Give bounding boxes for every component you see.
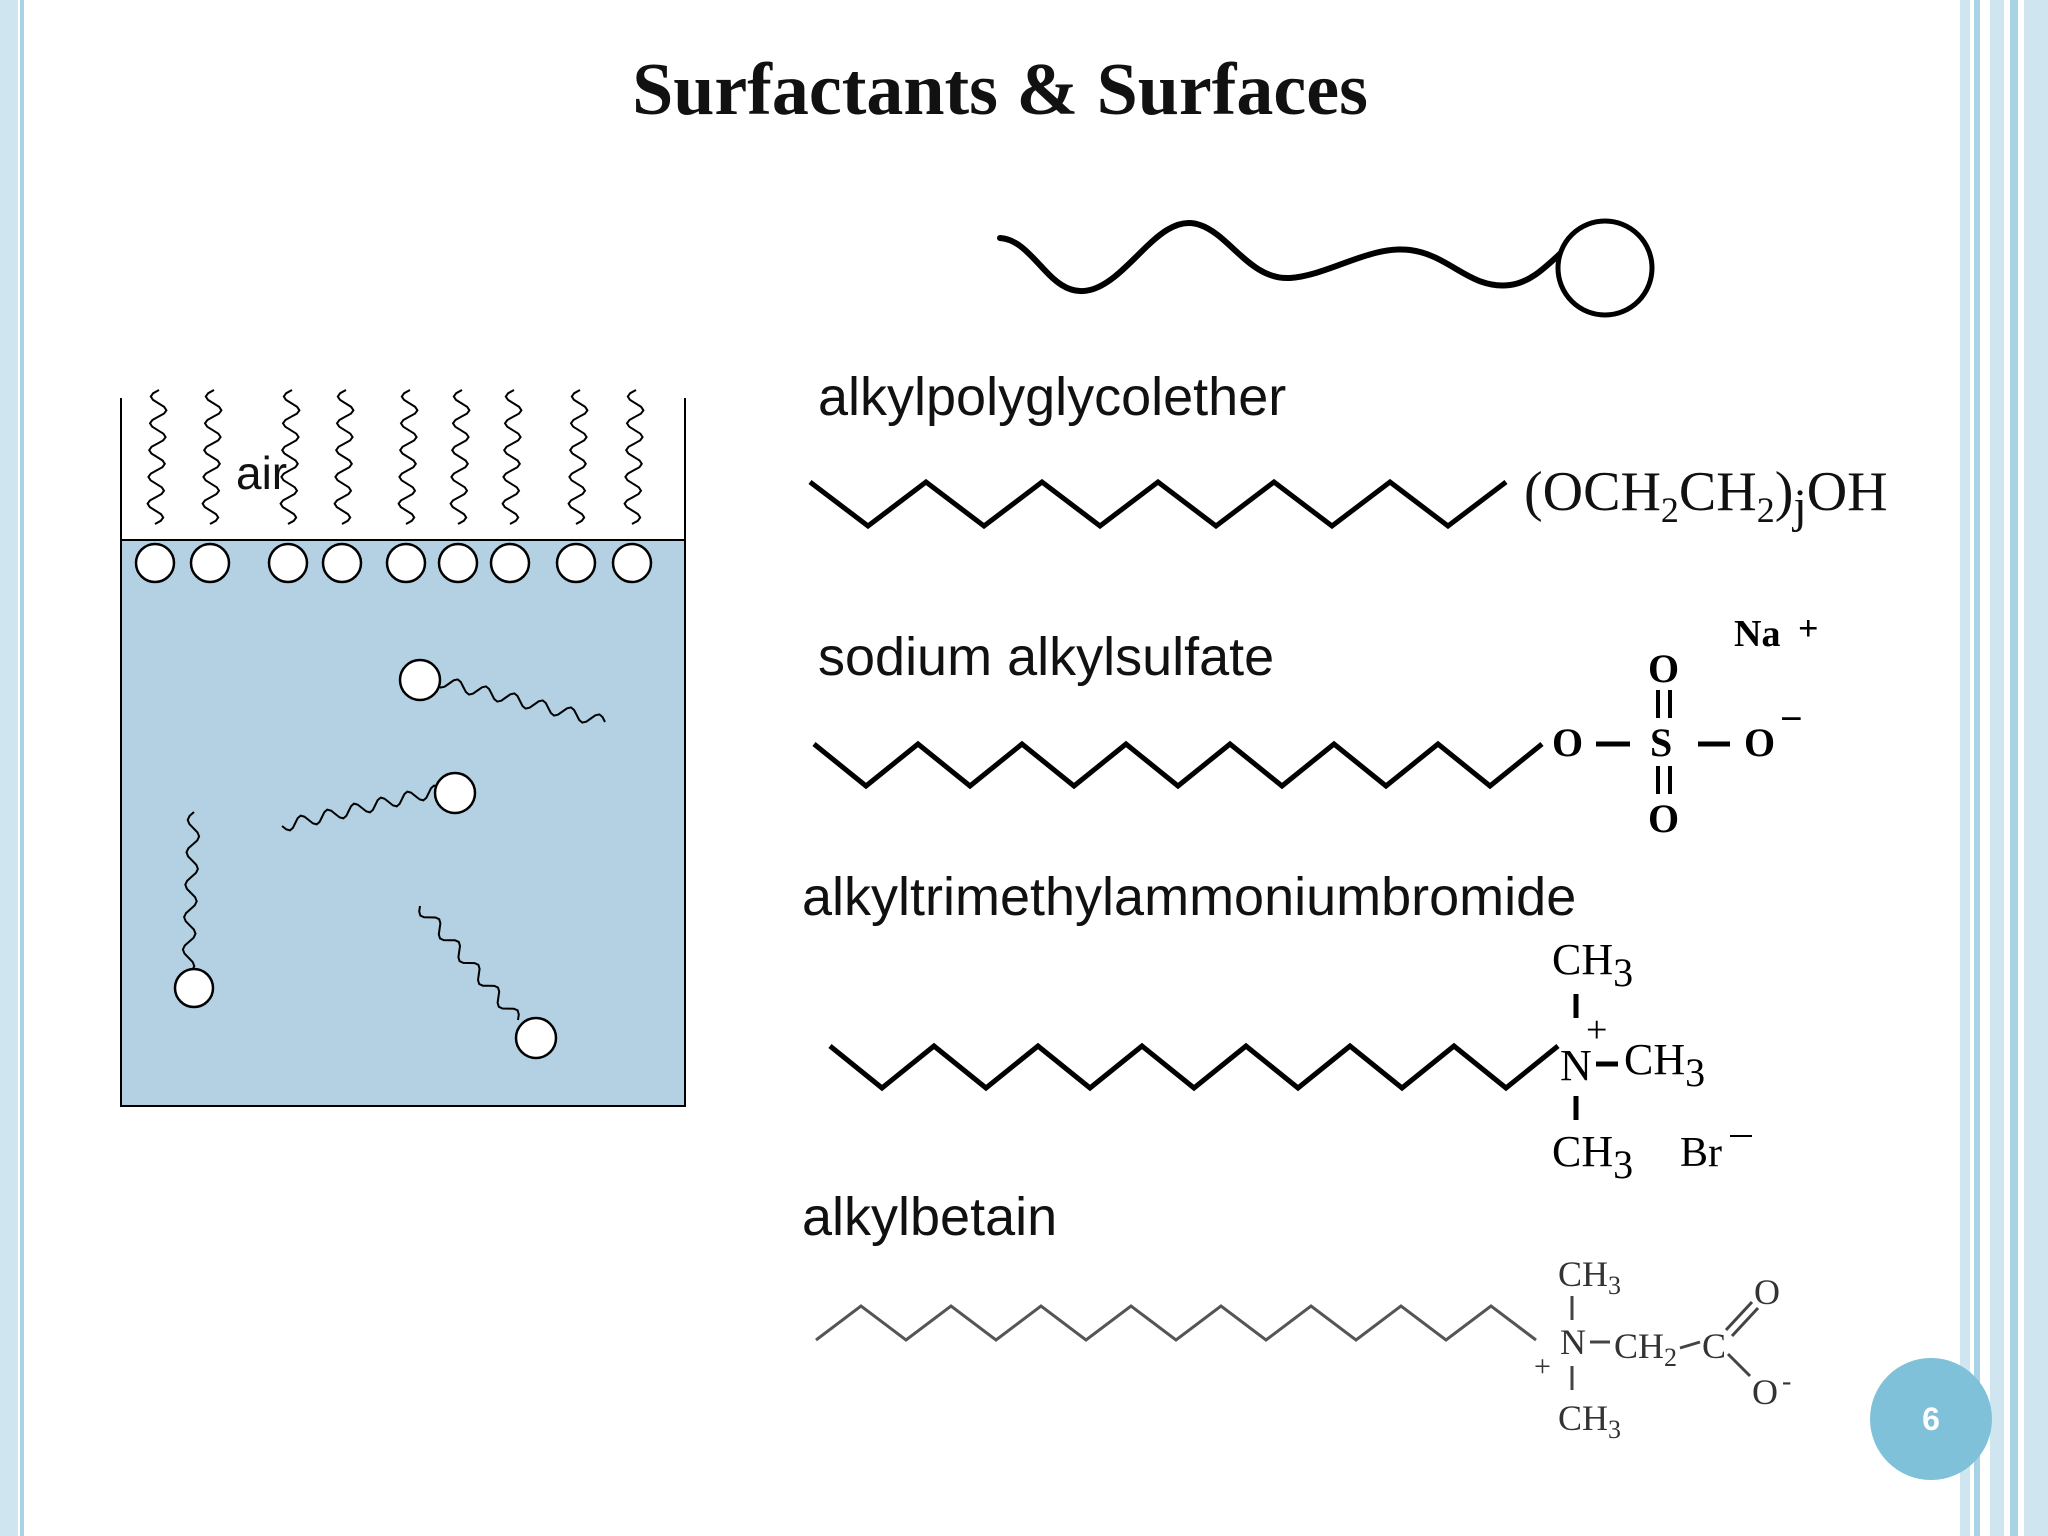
surfactant-tail <box>281 784 443 832</box>
betain-bond-c-o-b <box>1730 1306 1760 1338</box>
sulfate-negative-charge: − <box>1780 696 1803 741</box>
alkyl-chain <box>808 478 1508 530</box>
surfactant-head <box>173 967 215 1009</box>
right-border-stripe-3 <box>1990 0 2004 1536</box>
left-border-line <box>20 0 24 1536</box>
surfactant-head <box>611 542 653 584</box>
name-alkyltrimethylammoniumbromide: alkyltrimethylammoniumbromide <box>802 867 1577 927</box>
name-alkylpolyglycolether: alkylpolyglycolether <box>818 367 1287 427</box>
sodium-charge: + <box>1798 620 1819 648</box>
sulfate-o-link: O <box>1552 720 1583 765</box>
page-number-badge: 6 <box>1870 1358 1992 1480</box>
surfactant-head <box>189 542 231 584</box>
betain-ch2: CH2 <box>1614 1326 1677 1372</box>
ammonium-head-group: CH3 + N CH3 CH3 Br <box>1552 935 1752 1187</box>
name-alkylbetain: alkylbetain <box>802 1187 1058 1247</box>
surfactant-head <box>433 771 477 815</box>
betain-charge: + <box>1534 1350 1551 1383</box>
air-water-interface-diagram <box>120 389 686 1107</box>
betain-n: N <box>1560 1322 1586 1362</box>
methyl-right: CH3 <box>1624 1035 1705 1095</box>
sulfate-o-top: O <box>1648 646 1679 691</box>
right-border-stripe-5 <box>2024 0 2048 1536</box>
surfactant-head <box>437 542 479 584</box>
betain-o-minus: O <box>1752 1372 1778 1412</box>
surfactant-tail <box>623 389 645 525</box>
chain-alkylpolyglycolether <box>808 478 1508 530</box>
sodium-ion: Na <box>1734 620 1780 655</box>
alkyl-chain <box>812 740 1544 790</box>
betain-methyl-bottom: CH3 <box>1558 1398 1621 1444</box>
surfactant-head <box>514 1016 558 1060</box>
left-border-stripe <box>0 0 18 1536</box>
chain-sodium-alkylsulfate <box>812 740 1544 790</box>
surfactant-head <box>555 542 597 584</box>
betain-head-group: CH3 N + CH2 C O O - CH3 <box>1534 1254 1791 1444</box>
surfactant-head <box>489 542 531 584</box>
alkyl-chain <box>815 1304 1537 1342</box>
ammonium-charge: + <box>1586 1009 1607 1051</box>
surfactant-tail <box>418 905 520 1021</box>
surfactant-tail <box>333 389 355 525</box>
surfactant-tail <box>501 389 523 525</box>
bromide-ion: Br <box>1680 1130 1722 1176</box>
surfactant-head <box>398 658 442 702</box>
surface-monolayer <box>134 389 653 584</box>
right-border-stripe-4 <box>2010 0 2018 1536</box>
surfactant-head <box>267 542 309 584</box>
surfactant-head <box>385 542 427 584</box>
air-label: air <box>236 447 288 499</box>
surfactant-head <box>134 542 176 584</box>
pictogram-head <box>1555 218 1655 318</box>
surfactant-pictogram <box>997 218 1655 318</box>
right-border-stripe-1 <box>1960 0 1970 1536</box>
sulfate-s: S <box>1650 720 1672 765</box>
betain-c: C <box>1702 1326 1726 1366</box>
sulfate-o-bottom: O <box>1648 796 1679 840</box>
surfactant-head <box>321 542 363 584</box>
alkyl-chain <box>828 1042 1560 1092</box>
surfactant-tail <box>434 678 606 724</box>
betain-o-charge: - <box>1782 1366 1791 1397</box>
surfactant-tail <box>146 389 168 525</box>
dissolved-surfactants <box>173 658 606 1060</box>
name-sodium-alkylsulfate: sodium alkylsulfate <box>818 627 1275 687</box>
sulfate-head-group: O O S O O − Na + <box>1552 620 1819 840</box>
chain-alkyltrimethylammoniumbromide <box>828 1042 1560 1092</box>
surfactant-tail <box>567 389 589 525</box>
pictogram-tail <box>997 219 1643 295</box>
right-border-stripe-2 <box>1974 0 1980 1536</box>
betain-methyl-top: CH3 <box>1558 1254 1621 1300</box>
formula-alkylpolyglycolether: (OCH2CH2)jOH <box>1524 461 1888 534</box>
betain-bond-c-o-minus <box>1726 1352 1752 1378</box>
chain-alkylbetain <box>815 1304 1537 1342</box>
methyl-bottom: CH3 <box>1552 1127 1633 1187</box>
water-body <box>120 539 686 1107</box>
betain-bond-ch2-c <box>1679 1340 1701 1350</box>
sulfate-o-minus: O <box>1744 720 1775 765</box>
slide-title: Surfactants & Surfaces <box>632 49 1368 131</box>
betain-o-double: O <box>1754 1272 1780 1312</box>
surfactant-tail <box>449 389 471 525</box>
surfactant-tail <box>397 389 419 525</box>
betain-bond-c-o-a <box>1724 1300 1754 1332</box>
surfactant-tail <box>181 811 201 975</box>
surfactant-tail <box>201 389 223 525</box>
ammonium-n: N <box>1560 1041 1592 1090</box>
surfactant-tail <box>279 389 301 525</box>
methyl-top: CH3 <box>1552 935 1633 995</box>
